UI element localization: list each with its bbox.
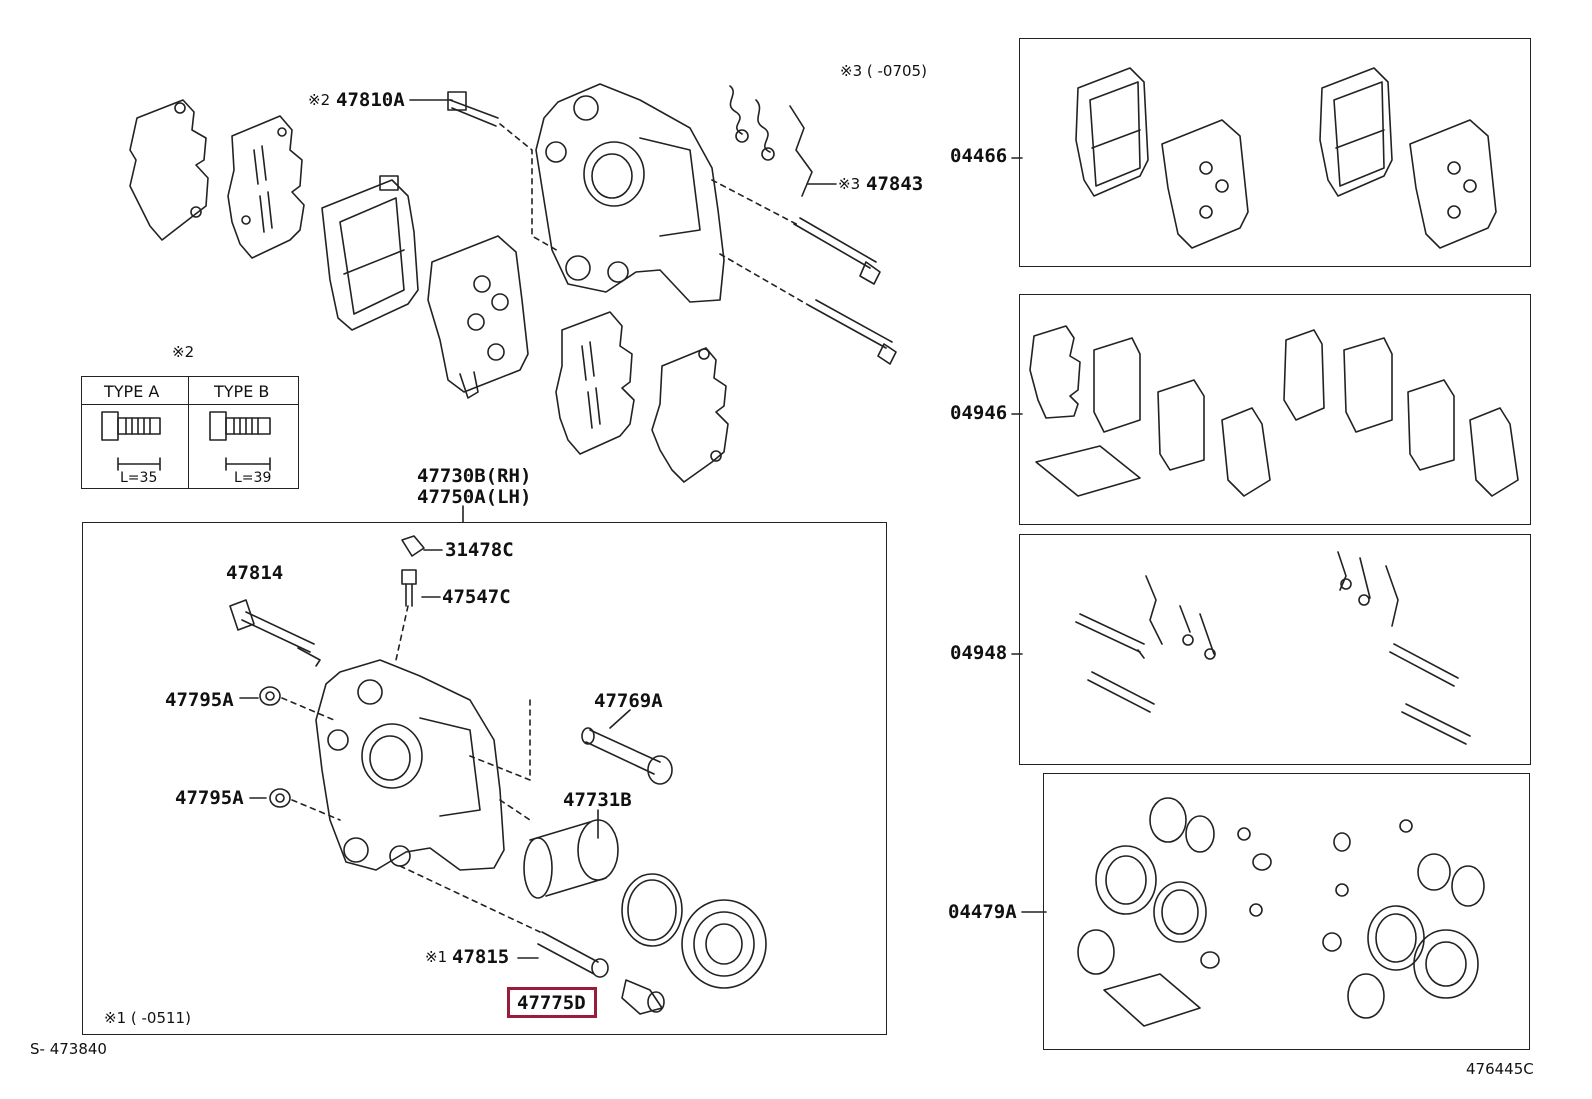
kit-04479A[interactable]: 04479A: [948, 901, 1017, 923]
shim-outer-top: [129, 99, 209, 241]
seal-ring: [621, 873, 683, 947]
type-b-length: L=39: [234, 470, 272, 486]
brake-pad-top: [321, 175, 419, 331]
sleeve-47815: [537, 931, 609, 978]
mark-47810A: ※2: [308, 91, 331, 109]
leader-lines-top: [499, 123, 811, 307]
leader-lines-lower: [281, 605, 541, 933]
slide-pin-47769A: [581, 727, 673, 785]
part-47795A-lower[interactable]: 47795A: [175, 787, 244, 809]
bleeder-cap: [401, 535, 425, 557]
kit-04946-frame: [1019, 294, 1531, 525]
table-header-rule: [82, 404, 298, 405]
note3-range: ※3 ( -0705): [840, 62, 927, 80]
part-47547C[interactable]: 47547C: [442, 586, 511, 608]
kit-label-ticks: [1011, 157, 1047, 913]
part-47769A[interactable]: 47769A: [594, 690, 663, 712]
note2-mark: ※2: [172, 343, 195, 361]
shim-inner-top: [227, 115, 305, 259]
shim-outer-bottom: [651, 347, 729, 483]
type-a-header: TYPE A: [104, 382, 160, 401]
guide-pins-top: [447, 91, 897, 365]
table-divider: [188, 377, 189, 488]
figure-number: 476445C: [1466, 1060, 1534, 1078]
note1-range: ※1 ( -0511): [104, 1009, 191, 1027]
kit-04946[interactable]: 04946: [950, 402, 1008, 424]
part-47815[interactable]: 47815: [452, 946, 510, 968]
part-47731B[interactable]: 47731B: [563, 789, 632, 811]
springs-top: [729, 85, 813, 197]
kit-04466-frame: [1019, 38, 1531, 267]
kit-04948[interactable]: 04948: [950, 642, 1008, 664]
part-47810A[interactable]: 47810A: [336, 89, 405, 111]
part-47795A-upper[interactable]: 47795A: [165, 689, 234, 711]
kit-04479A-frame: [1043, 773, 1530, 1050]
type-b-header: TYPE B: [214, 382, 270, 401]
caliper-assembly-frame: [82, 522, 887, 1035]
kit-04479A-art: [1077, 797, 1485, 1027]
bolt-type-table: TYPE A TYPE B L=35 L=39: [81, 376, 299, 489]
part-31478C[interactable]: 31478C: [445, 539, 514, 561]
kit-04948-art: [1075, 551, 1471, 745]
part-47750A[interactable]: 47750A(LH): [417, 486, 532, 508]
kit-04466-art: [1075, 67, 1497, 249]
kit-04466[interactable]: 04466: [950, 145, 1008, 167]
dust-boot: [681, 899, 767, 989]
shim-inner-bottom: [555, 311, 635, 455]
mark-47815: ※1: [425, 948, 448, 966]
kit-04946-art: [1029, 325, 1519, 497]
part-47730B[interactable]: 47730B(RH): [417, 465, 532, 487]
highlight-frame: [507, 987, 597, 1018]
bleeder-screw: [401, 569, 417, 607]
washers: [259, 686, 291, 808]
boot-47775D: [621, 979, 665, 1015]
bolt-type-a: [101, 411, 161, 471]
kit-04948-frame: [1019, 534, 1531, 765]
leader-callouts-lower: [239, 549, 631, 959]
bolt-type-b: [209, 411, 271, 471]
guide-bolt-47814: [229, 599, 321, 667]
caliper-body-lower: [315, 659, 505, 871]
part-47775D[interactable]: 47775D: [517, 992, 586, 1014]
section-ref: S- 473840: [30, 1040, 107, 1058]
part-47814[interactable]: 47814: [226, 562, 284, 584]
mark-47843: ※3: [838, 175, 861, 193]
part-47843[interactable]: 47843: [866, 173, 924, 195]
caliper-body-top: [535, 83, 725, 303]
backing-plate-top: [427, 235, 529, 399]
type-a-length: L=35: [120, 470, 158, 486]
